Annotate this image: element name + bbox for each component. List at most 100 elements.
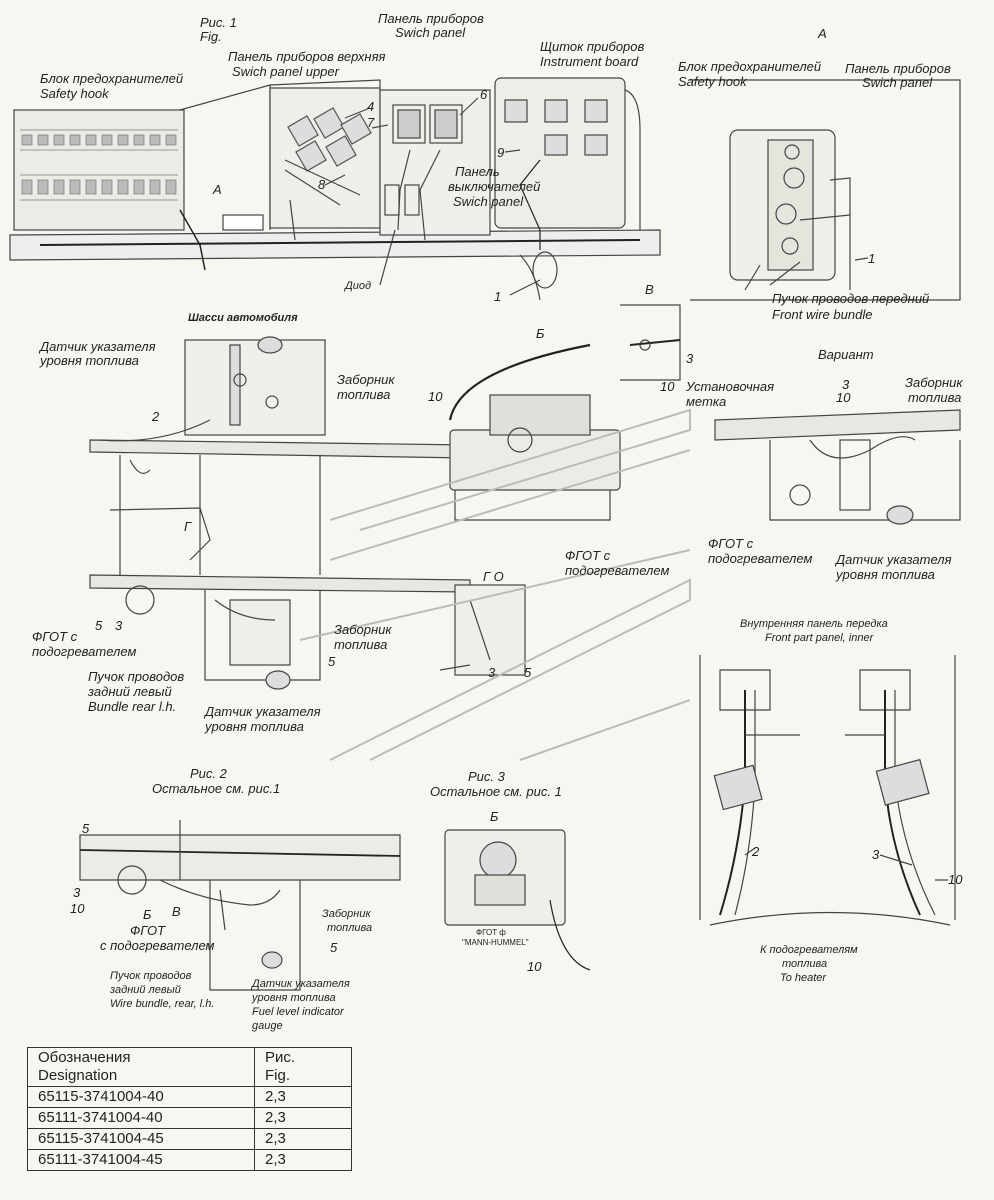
bundle-rear-label: Пучок проводов [88, 669, 185, 684]
bundle-fig2-label: Пучок проводов [110, 970, 192, 982]
bundle-rear-label-2: задний левый [88, 684, 172, 699]
callout-4: 4 [367, 99, 375, 114]
front-bundle-label: Пучок проводов передний [772, 291, 930, 306]
callout-5: 5 [95, 618, 103, 633]
callout-5-g: 5 [524, 665, 532, 680]
callout-10-fig3: 10 [527, 959, 542, 974]
fig3-label: Рис. 3 [468, 769, 505, 784]
bundle-fig2-label-en: Wire bundle, rear, l.h. [110, 998, 215, 1010]
intake-label-2b: топлива [334, 637, 388, 652]
diode-label: Диод [345, 280, 372, 292]
table-cell-code: 65115-3741004-40 [27, 1086, 255, 1108]
to-heaters-label-2: топлива [782, 958, 828, 970]
sensor-label-2: Датчик указателя [205, 704, 321, 719]
b-label-fig2: Б [143, 907, 152, 922]
callout-3-g: 3 [488, 665, 496, 680]
callout-5-fig2b: 5 [330, 940, 338, 955]
sensor-fig2-label: Датчик указателя [252, 978, 350, 990]
intake-label-2: Заборник [334, 622, 392, 637]
table-row: 65111-3741004-40 2,3 [27, 1107, 352, 1129]
view-v-label: В [645, 282, 654, 297]
callout-1: 1 [494, 289, 502, 304]
fuse-block-a-label-en: Safety hook [678, 74, 747, 89]
designation-table: Обозначения Designation Рис. Fig. 65115-… [27, 1047, 352, 1171]
fgot-fig2-label: ФГОТ [130, 923, 166, 938]
intake-variant-label-b: топлива [908, 390, 962, 405]
view-a-label: А [818, 26, 827, 41]
fig3-rest-label: Остальное см. рис. 1 [430, 784, 562, 799]
view-b-label: Б [536, 326, 545, 341]
fig1-label-en: Fig. [200, 29, 222, 44]
callout-3-var: 3 [842, 377, 850, 392]
callout-2-panel: 2 [752, 844, 760, 859]
callout-8: 8 [318, 177, 326, 192]
to-heaters-label-en: To heater [780, 972, 827, 984]
header-designation: Обозначения Designation [27, 1047, 255, 1087]
callout-1-a: 1 [868, 251, 876, 266]
callout-10-fig2: 10 [70, 901, 85, 916]
callout-3-fig2: 3 [73, 885, 81, 900]
sensor-variant-label: Датчик указателя [836, 552, 952, 567]
fgot-variant-label-b: подогревателем [708, 551, 813, 566]
table-row: 65115-3741004-45 2,3 [27, 1128, 352, 1150]
instrument-board-label: Щиток приборов [540, 39, 645, 54]
header-designation-ru: Обозначения [38, 1049, 131, 1066]
fgot-variant-label: ФГОТ с [708, 536, 754, 551]
intake-fig2-label: Заборник [322, 908, 371, 920]
table-row: 65111-3741004-45 2,3 [27, 1149, 352, 1171]
front-bundle-label-en: Front wire bundle [772, 307, 873, 322]
callout-3-panel: 3 [872, 847, 880, 862]
variant-label: Вариант [818, 347, 874, 362]
callout-10-panel: 10 [948, 872, 963, 887]
table-row: 65115-3741004-40 2,3 [27, 1086, 352, 1108]
chassis-label: Шасси автомобиля [188, 312, 298, 324]
header-fig-en: Fig. [265, 1067, 291, 1084]
intake-fig2-label-b: топлива [327, 922, 373, 934]
upper-panel-label: Панель приборов верхняя [228, 49, 386, 64]
header-fig-ru: Рис. [265, 1049, 296, 1066]
instrument-board-label-en: Instrument board [540, 54, 639, 69]
fuse-block-label: Блок предохранителей [40, 71, 184, 86]
fuse-block-label-en: Safety hook [40, 86, 109, 101]
table-cell-fig: 2,3 [254, 1128, 352, 1150]
callout-9: 9 [497, 145, 505, 160]
table-cell-fig: 2,3 [254, 1149, 352, 1171]
panel-label: Панель приборов [378, 11, 484, 26]
table-cell-fig: 2,3 [254, 1107, 352, 1129]
fig1-label: Рис. 1 [200, 15, 237, 30]
panel-a-label-en: Swich panel [862, 75, 933, 90]
callout-6: 6 [480, 87, 488, 102]
panel-label-en: Swich panel [395, 25, 466, 40]
inner-panel-label-en: Front part panel, inner [765, 632, 874, 644]
mark-label-2: метка [686, 394, 727, 409]
callout-10: 10 [428, 389, 443, 404]
intake-variant-label: Заборник [905, 375, 963, 390]
sensor-label-2b: уровня топлива [205, 719, 304, 734]
header-fig: Рис. Fig. [254, 1047, 352, 1087]
sensor-fig2-label-en: Fuel level indicator [252, 1006, 344, 1018]
switch-panel-label-en: Swich panel [453, 194, 524, 209]
bundle-rear-label-en: Bundle rear l.h. [88, 699, 177, 714]
sensor-fig2-label-en2: gauge [252, 1020, 283, 1032]
fgot-fig2-label-b: с подогревателем [100, 938, 215, 953]
go-label: Г О [483, 569, 504, 584]
bundle-fig2-label-2: задний левый [110, 984, 181, 996]
sensor-fig2-label-b: уровня топлива [252, 992, 336, 1004]
fgot-f-label: ФГОТ ф [476, 928, 506, 937]
table-cell-code: 65111-3741004-45 [27, 1149, 255, 1171]
inner-panel-label: Внутренняя панель передка [740, 618, 888, 630]
table-cell-code: 65115-3741004-45 [27, 1128, 255, 1150]
arrow-a-label: А [213, 182, 222, 197]
header-designation-en: Designation [38, 1067, 118, 1084]
sensor-variant-label-b: уровня топлива [836, 567, 935, 582]
v-label-fig2: В [172, 904, 181, 919]
intake-label-1b: топлива [337, 387, 391, 402]
sensor-label-1: Датчик указателя [40, 339, 156, 354]
fig2-rest-label: Остальное см. рис.1 [152, 781, 281, 796]
fgot-left-label-b: подогревателем [32, 644, 137, 659]
callout-3: 3 [115, 618, 123, 633]
callout-5-fig2: 5 [82, 821, 90, 836]
fig2-label: Рис. 2 [190, 766, 227, 781]
table-cell-fig: 2,3 [254, 1086, 352, 1108]
